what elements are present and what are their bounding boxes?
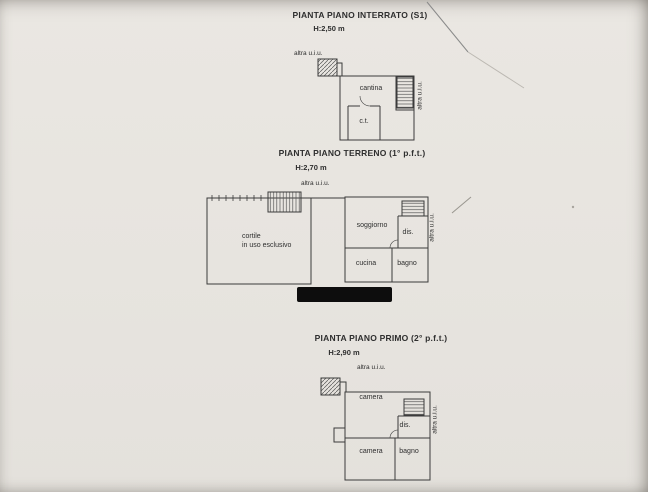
basement-plan-drawing: [317, 58, 415, 141]
room-label-cortile-line2: in uso esclusivo: [242, 242, 292, 249]
room-label-bagno-ground: bagno: [397, 260, 417, 267]
room-label-bagno-first: bagno: [399, 448, 419, 455]
room-label-camera-bottom: camera: [359, 448, 383, 455]
redaction-bar: [297, 287, 392, 302]
basement-title: PIANTA PIANO INTERRATO (S1): [292, 10, 428, 20]
room-label-dis-ground: dis.: [402, 229, 414, 236]
first-altra-uiu-top-label: altra u.i.u.: [357, 364, 386, 371]
room-label-ct: c.t.: [359, 118, 369, 125]
ground-title: PIANTA PIANO TERRENO (1° p.f.t.): [278, 148, 426, 158]
room-label-cortile: cortile in uso esclusivo: [242, 232, 322, 250]
room-label-cortile-line1: cortile: [242, 233, 261, 240]
scan-artifacts: [426, 1, 575, 214]
first-height-label: H:2,90 m: [328, 348, 360, 357]
room-label-camera-top: camera: [359, 394, 383, 401]
first-altra-uiu-right-label: altra u.i.u.: [431, 405, 439, 434]
basement-height-label: H:2,50 m: [313, 24, 345, 33]
ground-altra-uiu-right-label: altra u.i.u.: [428, 213, 436, 242]
ground-altra-uiu-top-label: altra u.i.u.: [301, 180, 330, 187]
room-label-soggiorno: soggiorno: [356, 222, 388, 229]
room-label-cucina: cucina: [355, 260, 377, 267]
room-label-cantina: cantina: [359, 85, 383, 92]
first-plan-drawing: [320, 377, 431, 481]
first-title: PIANTA PIANO PRIMO (2° p.f.t.): [314, 333, 448, 343]
basement-altra-uiu-right-label: altra u.i.u.: [416, 81, 424, 110]
ground-plan-drawing: [206, 191, 429, 285]
basement-altra-uiu-top-label: altra u.i.u.: [294, 50, 323, 57]
room-label-dis-first: dis.: [399, 422, 411, 429]
ground-height-label: H:2,70 m: [295, 163, 327, 172]
